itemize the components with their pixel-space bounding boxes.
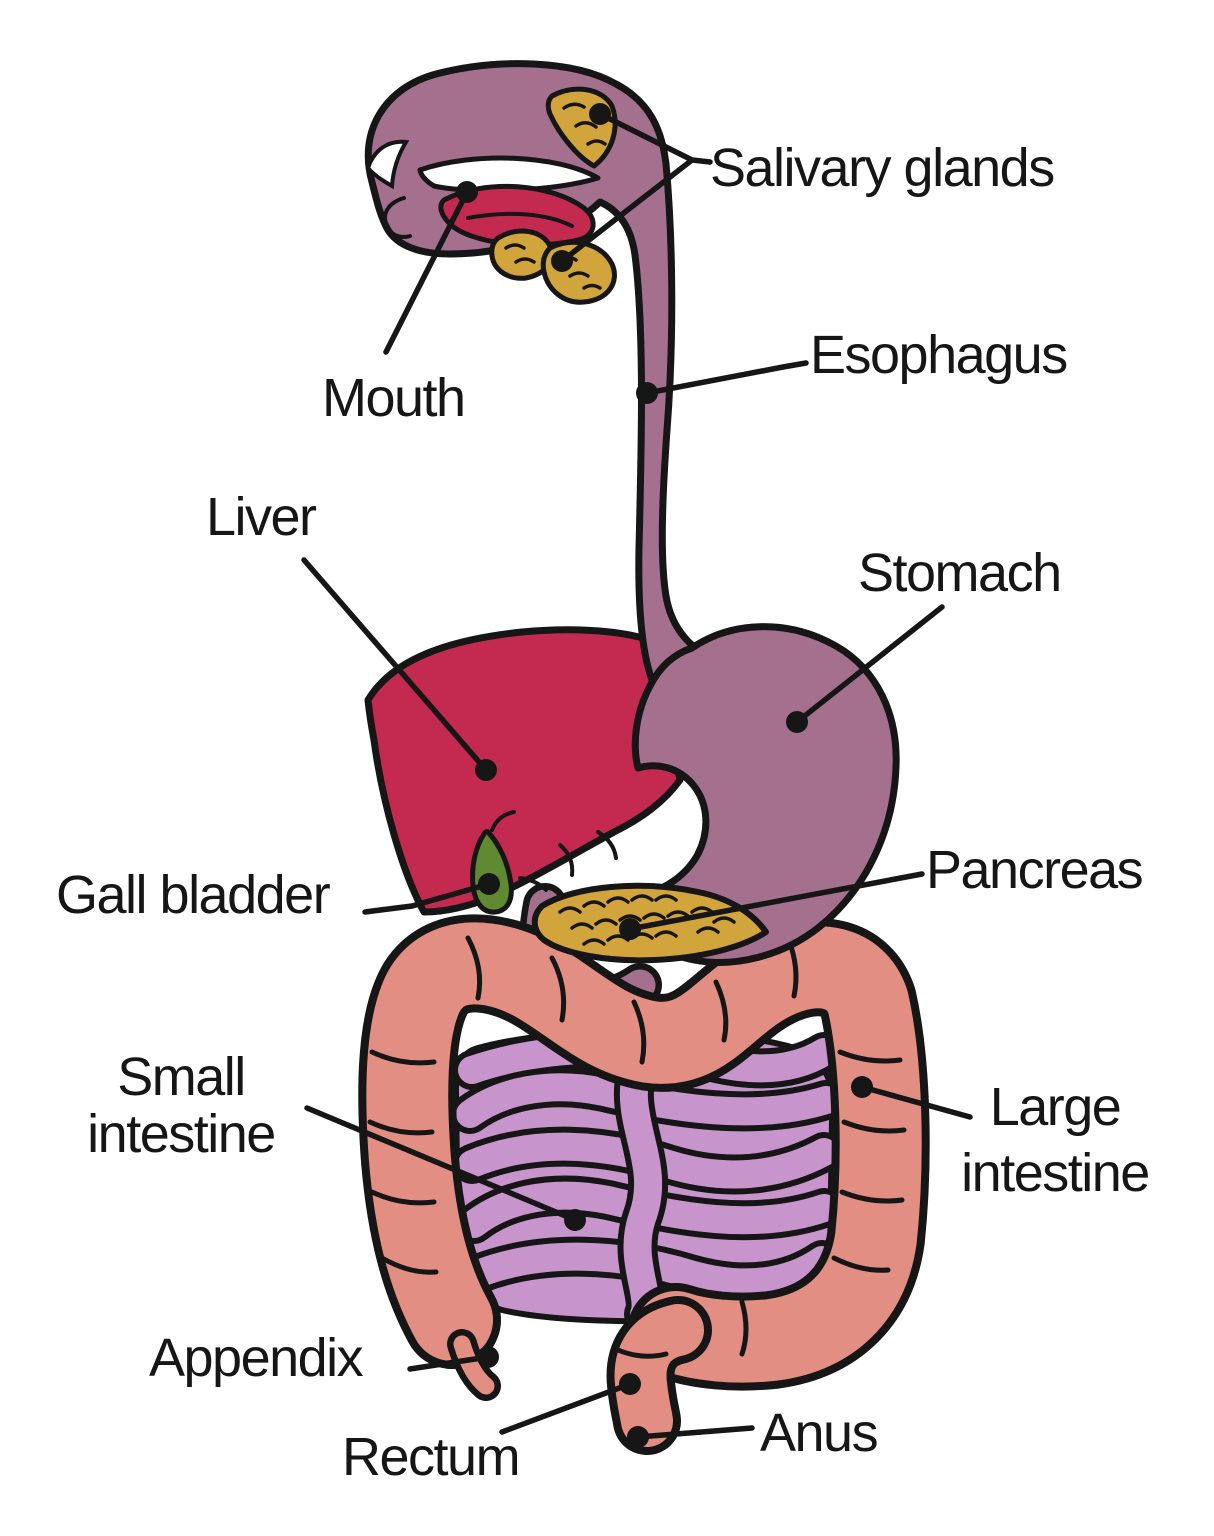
dot-esophagus	[636, 382, 658, 404]
label-pancreas: Pancreas	[926, 840, 1144, 900]
label-esophagus: Esophagus	[810, 325, 1068, 385]
leader-stomach	[794, 604, 945, 725]
label-small-intestine-line1: Small	[117, 1047, 246, 1107]
pancreas-texture	[558, 894, 736, 946]
dot-anus	[627, 1426, 649, 1448]
nose-notch	[365, 139, 410, 190]
label-large-intestine: Large intestine	[925, 1074, 1185, 1206]
leader-gall-bladder	[362, 881, 492, 915]
label-rectum: Rectum	[342, 1427, 521, 1487]
dot-gall-bladder	[478, 873, 500, 895]
label-appendix: Appendix	[149, 1328, 364, 1388]
leader-rectum	[499, 1381, 633, 1435]
small-intestine-shape	[450, 1027, 846, 1334]
leader-large-intestine	[859, 1084, 973, 1120]
label-large-intestine-line2: intestine	[961, 1143, 1150, 1203]
label-small-intestine: Small intestine	[41, 1049, 321, 1163]
liver-shape	[364, 626, 704, 916]
leader-anus	[635, 1425, 755, 1440]
label-salivary-glands: Salivary glands	[710, 138, 1055, 198]
dot-small-intestine	[564, 1209, 586, 1231]
dot-liver	[475, 759, 497, 781]
dot-rectum	[619, 1373, 641, 1395]
leader-liver	[301, 557, 489, 773]
leader-pancreas	[627, 871, 925, 932]
small-intestine-coils	[450, 1029, 846, 1334]
label-small-intestine-line2: intestine	[87, 1104, 276, 1164]
sublingual-gland	[489, 228, 555, 281]
dot-large-intestine	[851, 1076, 873, 1098]
liver-creases	[518, 830, 618, 892]
dot-salivary-lower	[551, 250, 573, 272]
dot-mouth	[456, 181, 478, 203]
colon-haustra-marks	[367, 935, 907, 1359]
leader-appendix	[407, 1354, 491, 1372]
label-stomach: Stomach	[858, 543, 1062, 603]
label-mouth: Mouth	[322, 368, 466, 428]
dot-salivary-upper	[589, 103, 611, 125]
label-large-intestine-line1: Large	[989, 1077, 1122, 1137]
leader-lines	[301, 103, 973, 1448]
leader-esophagus	[644, 360, 809, 396]
leader-mouth	[383, 189, 470, 355]
dot-pancreas	[619, 918, 641, 940]
label-anus: Anus	[760, 1403, 879, 1463]
label-gall-bladder: Gall bladder	[56, 865, 331, 925]
lips-curl	[383, 196, 412, 239]
leader-small-intestine	[304, 1105, 578, 1223]
dot-stomach	[786, 711, 808, 733]
leader-salivary-glands-lower	[559, 157, 695, 264]
label-liver: Liver	[206, 487, 317, 547]
salivary-glands-shape	[489, 86, 618, 305]
dot-appendix	[477, 1346, 499, 1368]
colon-fill	[366, 922, 922, 1383]
